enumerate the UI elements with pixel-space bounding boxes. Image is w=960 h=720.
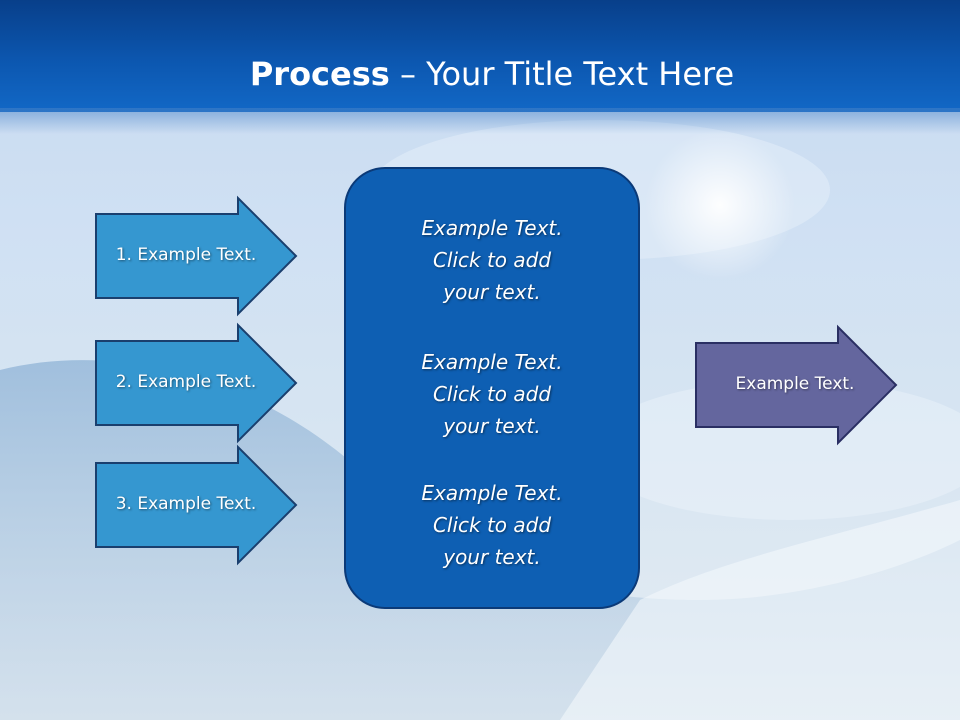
center-text-line: Click to add [432, 248, 552, 272]
title-bar-fade [0, 108, 960, 134]
center-text-line: your text. [443, 414, 541, 438]
slide-title-bold: Process [249, 55, 390, 93]
sun-glow [645, 130, 795, 280]
input-arrow-3[interactable] [95, 444, 298, 566]
input-arrow-1[interactable] [95, 195, 298, 317]
center-text-block-2: Example Text. Click to add your text. [345, 346, 639, 442]
center-text-line: your text. [443, 545, 541, 569]
input-arrow-2[interactable] [95, 322, 298, 444]
slide-title-rest: – Your Title Text Here [389, 55, 735, 93]
center-text-block-1: Example Text. Click to add your text. [345, 212, 639, 308]
center-process-box[interactable] [344, 167, 640, 609]
center-text-line: Click to add [432, 382, 552, 406]
center-text-line: Example Text. [421, 481, 563, 505]
slide-title[interactable]: Process – Your Title Text Here [0, 52, 960, 96]
input-arrow-3-label: 3. Example Text. [115, 494, 257, 514]
center-text-block-3: Example Text. Click to add your text. [345, 477, 639, 573]
input-arrow-2-label: 2. Example Text. [115, 372, 257, 392]
center-text-line: Example Text. [421, 216, 563, 240]
title-bar [0, 0, 960, 112]
output-arrow-label: Example Text. [735, 374, 855, 394]
center-text-line: Example Text. [421, 350, 563, 374]
center-text-line: Click to add [432, 513, 552, 537]
center-text-line: your text. [443, 280, 541, 304]
output-arrow[interactable] [695, 324, 898, 446]
input-arrow-1-label: 1. Example Text. [115, 245, 257, 265]
